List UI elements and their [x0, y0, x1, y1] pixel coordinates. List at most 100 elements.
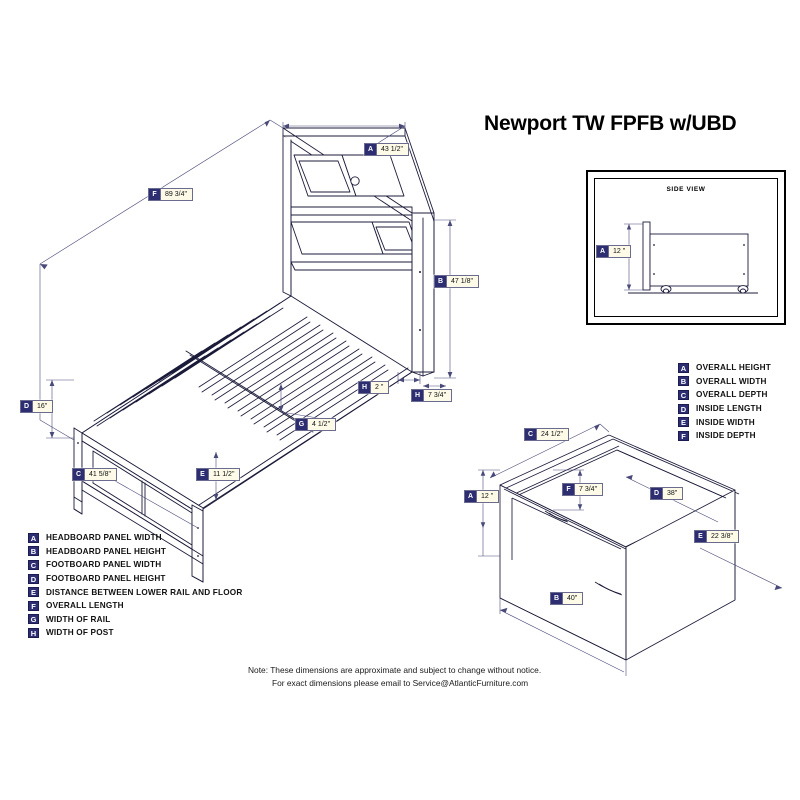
legend-label: WIDTH OF POST	[46, 628, 114, 638]
dim-value: 22 3/8"	[711, 533, 733, 540]
legend-item-g: G WIDTH OF RAIL	[28, 613, 242, 627]
dim-key: C	[73, 469, 85, 480]
legend-key: G	[28, 614, 39, 625]
footer-note-line-1: Note: These dimensions are approximate a…	[248, 665, 542, 675]
dim-width-of-post-rail: H 2 "	[358, 381, 390, 394]
dim-key: A	[465, 491, 477, 502]
legend-item-a: A HEADBOARD PANEL WIDTH	[28, 531, 242, 545]
dim-value: 38"	[667, 490, 678, 497]
dim-key: F	[149, 189, 161, 200]
dim-overall-length: F 89 3/4"	[148, 188, 193, 201]
dim-value: 16"	[37, 403, 48, 410]
legend-key: H	[28, 627, 39, 638]
legend-label: FOOTBOARD PANEL WIDTH	[46, 560, 162, 570]
dim-value: 2 "	[375, 384, 384, 391]
side-view-panel: SIDE VIEW	[586, 170, 786, 325]
dim-key: E	[197, 469, 209, 480]
legend-label: INSIDE WIDTH	[696, 417, 755, 427]
drawer-legend-item-c: C OVERALL DEPTH	[678, 388, 771, 402]
dim-drawer-overall-height: A 12 "	[464, 490, 500, 503]
drawer-legend-item-a: A OVERALL HEIGHT	[678, 361, 771, 375]
footer-note-line-2: For exact dimensions please email to Ser…	[272, 678, 529, 688]
drawer-legend-item-e: E INSIDE WIDTH	[678, 415, 771, 429]
legend-key: E	[28, 587, 39, 598]
dim-side-view-overall-height: A 12 "	[596, 245, 632, 258]
legend-label: OVERALL DEPTH	[696, 390, 768, 400]
legend-key: A	[678, 362, 689, 373]
side-view-inner-border	[594, 178, 778, 317]
page-title: Newport TW FPFB w/UBD	[484, 112, 737, 135]
dim-value: 41 5/8"	[89, 471, 111, 478]
dim-key: A	[365, 144, 377, 155]
legend-label: WIDTH OF RAIL	[46, 614, 111, 624]
legend-label: INSIDE LENGTH	[696, 404, 762, 414]
dim-key: B	[435, 276, 447, 287]
dim-key: C	[525, 429, 537, 440]
legend-key: F	[28, 600, 39, 611]
drawer-legend-item-d: D INSIDE LENGTH	[678, 402, 771, 416]
legend-item-f: F OVERALL LENGTH	[28, 599, 242, 613]
dim-headboard-panel-width: A 43 1/2"	[364, 143, 409, 156]
legend-key: C	[678, 389, 689, 400]
dim-key: G	[296, 419, 308, 430]
bed-legend: A HEADBOARD PANEL WIDTH B HEADBOARD PANE…	[28, 531, 242, 640]
legend-label: HEADBOARD PANEL WIDTH	[46, 533, 162, 543]
dim-lower-rail-to-floor: E 11 1/2"	[196, 468, 241, 481]
dim-value: 7 3/4"	[428, 392, 447, 399]
dim-key: H	[412, 390, 424, 401]
dim-key: D	[651, 488, 663, 499]
legend-label: FOOTBOARD PANEL HEIGHT	[46, 574, 166, 584]
legend-key: D	[678, 403, 689, 414]
dim-footboard-panel-height: D 16"	[20, 400, 54, 413]
dim-value: 40"	[567, 595, 578, 602]
dim-footboard-panel-width: C 41 5/8"	[72, 468, 117, 481]
dim-value: 4 1/2"	[312, 421, 331, 428]
dim-headboard-panel-height: B 47 1/8"	[434, 275, 479, 288]
drawer-legend-item-f: F INSIDE DEPTH	[678, 429, 771, 443]
legend-key: E	[678, 417, 689, 428]
dim-key: E	[695, 531, 707, 542]
side-view-title: SIDE VIEW	[666, 186, 706, 193]
legend-label: INSIDE DEPTH	[696, 431, 756, 441]
legend-label: HEADBOARD PANEL HEIGHT	[46, 546, 167, 556]
dim-drawer-inside-depth: F 7 3/4"	[562, 483, 604, 496]
legend-label: DISTANCE BETWEEN LOWER RAIL AND FLOOR	[46, 587, 243, 597]
dim-value: 43 1/2"	[381, 146, 403, 153]
legend-key: D	[28, 573, 39, 584]
dim-value: 7 3/4"	[579, 486, 598, 493]
side-view-drawing	[624, 221, 758, 294]
legend-label: OVERALL WIDTH	[696, 376, 767, 386]
legend-key: A	[28, 532, 39, 543]
dim-key: A	[597, 246, 609, 257]
dim-drawer-overall-width: B 40"	[550, 592, 584, 605]
dim-drawer-inside-width: E 22 3/8"	[694, 530, 739, 543]
legend-label: OVERALL HEIGHT	[696, 363, 771, 373]
dim-value: 47 1/8"	[451, 278, 473, 285]
legend-key: B	[678, 376, 689, 387]
dim-width-of-post: H 7 3/4"	[411, 389, 453, 402]
legend-item-c: C FOOTBOARD PANEL WIDTH	[28, 558, 242, 572]
dim-value: 89 3/4"	[165, 191, 187, 198]
legend-label: OVERALL LENGTH	[46, 601, 124, 611]
drawer-legend: A OVERALL HEIGHT B OVERALL WIDTH C OVERA…	[678, 361, 771, 443]
dim-width-of-rail: G 4 1/2"	[295, 418, 337, 431]
dim-value: 11 1/2"	[213, 471, 235, 478]
dim-drawer-inside-length: D 38"	[650, 487, 684, 500]
drawer-legend-item-b: B OVERALL WIDTH	[678, 375, 771, 389]
dim-value: 24 1/2"	[541, 431, 563, 438]
dim-key: F	[563, 484, 575, 495]
legend-item-d: D FOOTBOARD PANEL HEIGHT	[28, 572, 242, 586]
legend-item-b: B HEADBOARD PANEL HEIGHT	[28, 545, 242, 559]
legend-key: B	[28, 546, 39, 557]
footer-note: Note: These dimensions are approximate a…	[248, 664, 668, 690]
dim-key: D	[21, 401, 33, 412]
dim-value: 12 "	[613, 248, 626, 255]
dim-value: 12 "	[481, 493, 494, 500]
dim-key: B	[551, 593, 563, 604]
legend-key: F	[678, 430, 689, 441]
dim-drawer-overall-depth: C 24 1/2"	[524, 428, 569, 441]
legend-key: C	[28, 559, 39, 570]
legend-item-h: H WIDTH OF POST	[28, 626, 242, 640]
